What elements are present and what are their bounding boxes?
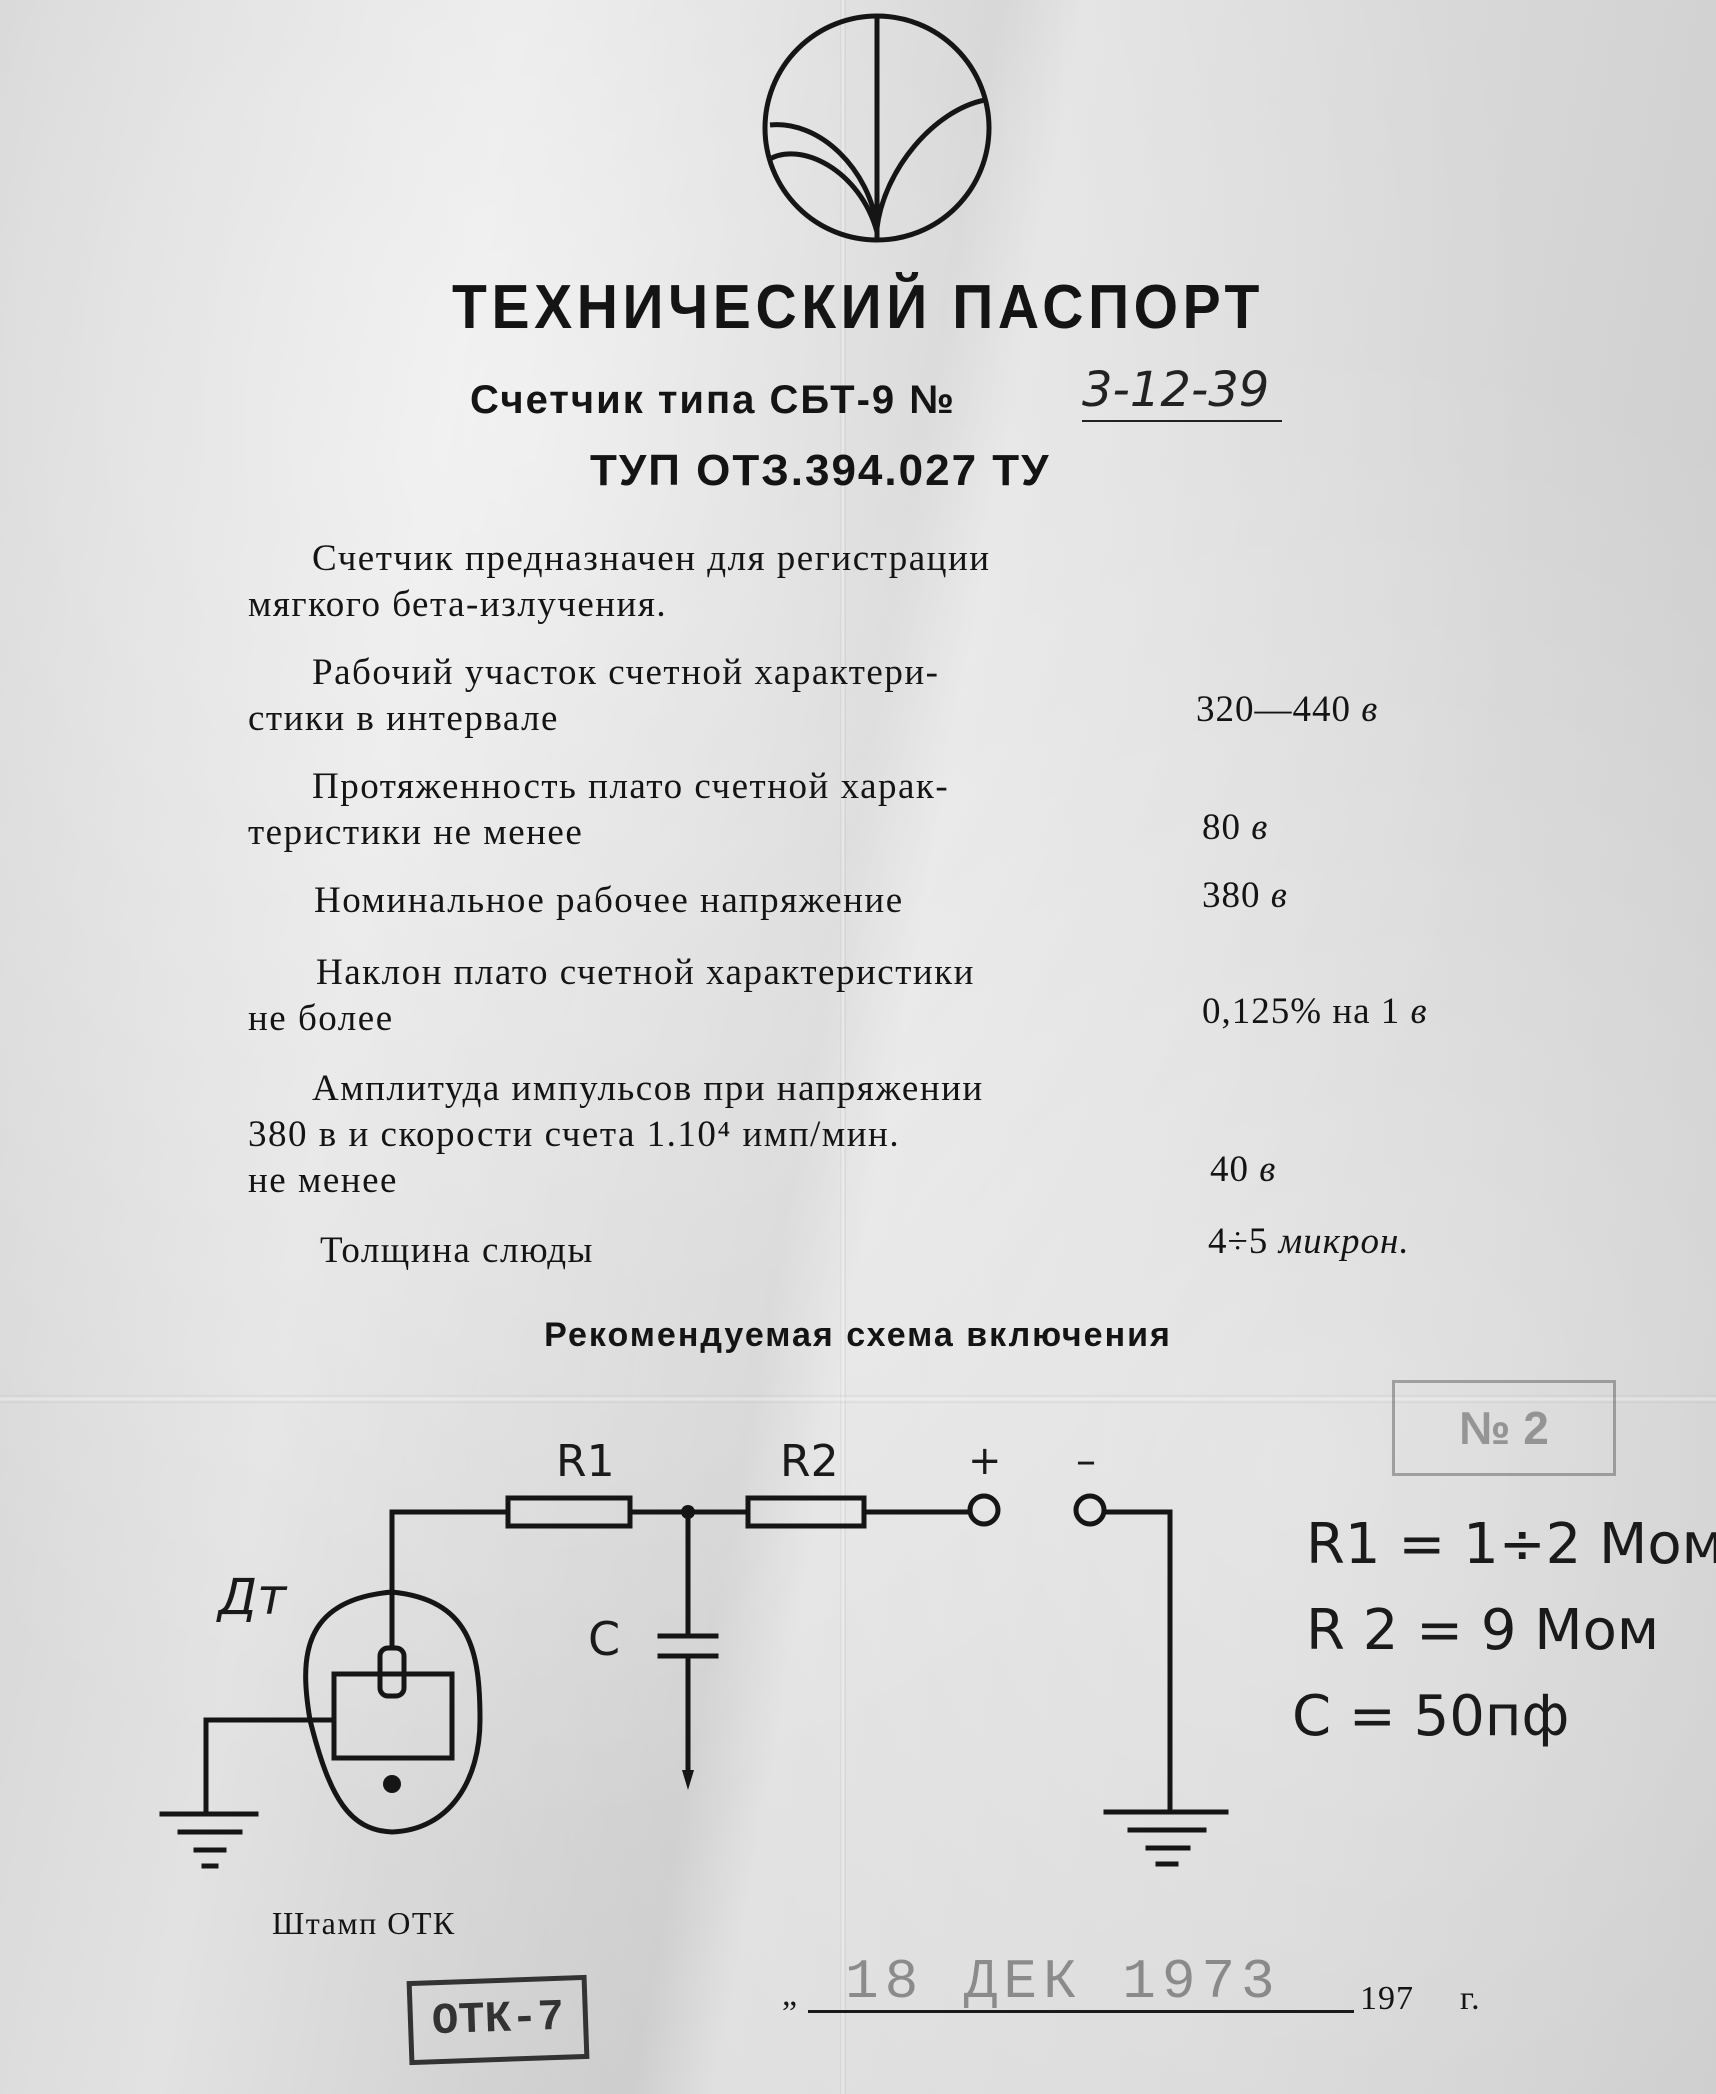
capacitor-arrow bbox=[682, 1770, 694, 1790]
spec-nominal-voltage-label: Номинальное рабочее напряжение bbox=[314, 880, 904, 921]
detector-cathode bbox=[331, 1671, 455, 1761]
scheme-title: Рекомендуемая схема включения bbox=[544, 1316, 1172, 1354]
param-c: C = 50пф bbox=[1292, 1684, 1570, 1749]
terminal-minus bbox=[1073, 1493, 1107, 1527]
detector-dot bbox=[383, 1775, 401, 1793]
otk-stamp: ОТК-7 bbox=[406, 1974, 590, 2066]
spec-working-range-line-2: стики в интервале bbox=[248, 698, 559, 739]
faded-number-stamp: № 2 bbox=[1392, 1380, 1616, 1476]
label-r1: R1 bbox=[556, 1436, 615, 1487]
date-underline bbox=[808, 2010, 1354, 2013]
resistor-r1 bbox=[505, 1495, 633, 1529]
label-minus: – bbox=[1076, 1438, 1096, 1484]
spec-pulse-amplitude-value: 40 в bbox=[1210, 1149, 1277, 1190]
spec-nominal-voltage-value: 380 в bbox=[1202, 875, 1288, 916]
spec-plateau-length-line-2: теристики не менее bbox=[248, 812, 584, 853]
spec-plateau-length-value: 80 в bbox=[1202, 807, 1269, 848]
param-r2: R 2 = 9 Мом bbox=[1306, 1598, 1660, 1663]
year-prefix: 197 bbox=[1360, 1980, 1414, 2017]
terminal-plus bbox=[967, 1493, 1001, 1527]
label-plus: + bbox=[968, 1438, 1002, 1484]
label-r2: R2 bbox=[780, 1436, 839, 1487]
otk-stamp-label: Штамп ОТК bbox=[272, 1905, 456, 1941]
serial-underline bbox=[1082, 420, 1282, 422]
wire-cathode-ground bbox=[203, 1717, 337, 1815]
purpose-line-2: мягкого бета-излучения. bbox=[248, 584, 668, 625]
spec-pulse-amplitude-line-3: не менее bbox=[248, 1160, 398, 1201]
document-title: ТЕХНИЧЕСКИЙ ПАСПОРТ bbox=[452, 273, 1264, 342]
technical-conditions-code: ТУП ОТЗ.394.027 ТУ bbox=[590, 446, 1051, 495]
detector-anode bbox=[377, 1645, 407, 1699]
spec-working-range-line-1: Рабочий участок счетной характери- bbox=[312, 652, 940, 693]
spec-plateau-slope-line-1: Наклон плато счетной характеристики bbox=[316, 952, 975, 993]
resistor-r2 bbox=[745, 1495, 867, 1529]
spec-working-range-value: 320—440 в bbox=[1196, 689, 1379, 730]
spec-plateau-length-line-1: Протяженность плато счетной харак- bbox=[312, 766, 950, 807]
fold-crease-horizontal bbox=[0, 1395, 1716, 1403]
handwritten-serial-number: 3-12-39 bbox=[1082, 362, 1270, 418]
label-capacitor: C bbox=[588, 1612, 621, 1666]
spec-mica-thickness-label: Толщина слюды bbox=[320, 1230, 594, 1271]
spec-pulse-amplitude-line-2: 380 в и скорости счета 1.10⁴ имп/мин. bbox=[248, 1114, 901, 1155]
label-detector: Дт bbox=[218, 1568, 287, 1626]
wire-minus-ground bbox=[1101, 1509, 1173, 1811]
spec-mica-thickness-value: 4÷5 микрон. bbox=[1208, 1221, 1410, 1262]
year-letter: г. bbox=[1460, 1980, 1481, 2017]
param-r1: R1 = 1÷2 Мом bbox=[1306, 1512, 1716, 1577]
purpose-line-1: Счетчик предназначен для регистрации bbox=[312, 538, 991, 579]
date-opening-quote: „ bbox=[782, 1976, 799, 2013]
counter-type-heading: Счетчик типа СБТ-9 № bbox=[470, 378, 956, 422]
detector-tube-outline bbox=[303, 1589, 483, 1835]
spec-plateau-slope-line-2: не более bbox=[248, 998, 394, 1039]
spec-plateau-slope-value: 0,125% на 1 в bbox=[1202, 991, 1428, 1032]
date-stamp: 18 ДЕК 1973 bbox=[845, 1950, 1281, 2014]
spec-pulse-amplitude-line-1: Амплитуда импульсов при напряжении bbox=[312, 1068, 984, 1109]
fold-crease-vertical bbox=[840, 0, 846, 2094]
junction-dot bbox=[681, 1505, 695, 1519]
